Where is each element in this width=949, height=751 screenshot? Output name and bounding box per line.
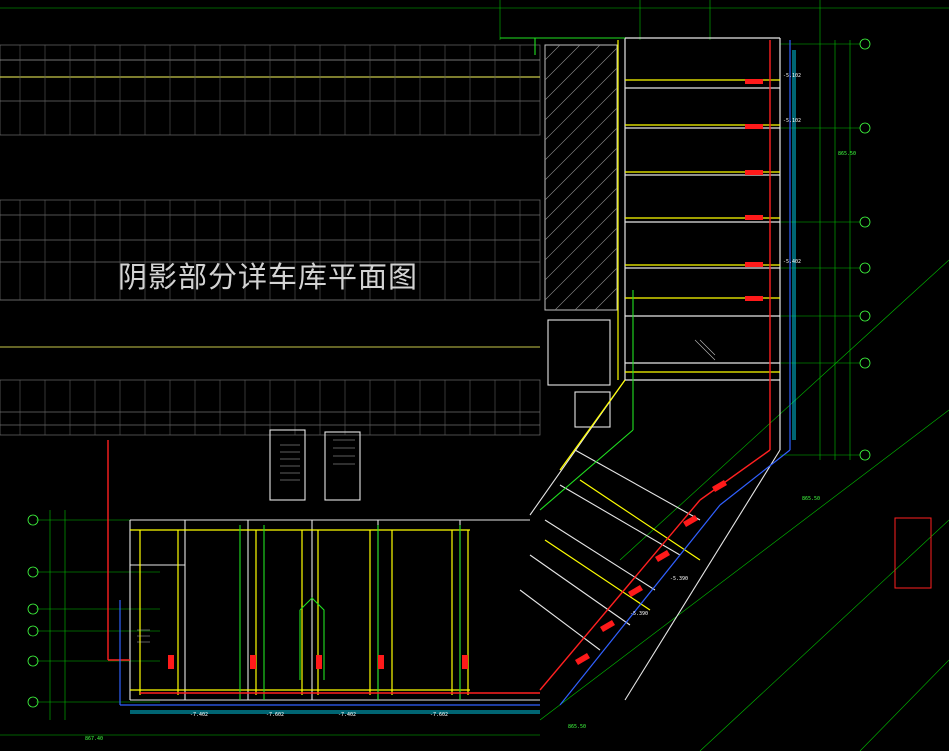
dimension-label: 865.50 [838,151,856,157]
elevation-label: -7.602 [430,712,448,718]
valves-red [168,79,932,669]
elevation-label: -7.402 [338,712,356,718]
ramp-hatch [544,44,618,311]
dimension-label: 865.50 [568,724,586,730]
walls-east-wing [624,37,781,450]
pipes-blue [119,40,791,706]
elevation-label: -5.102 [783,73,801,79]
elevation-label: -7.602 [266,712,284,718]
pipes-red [107,40,771,694]
elevation-label: -5.390 [630,611,648,617]
elevation-label: -5.402 [783,259,801,265]
pipes-green [239,37,634,700]
dimension-labels: 867.40 865.50 865.50 865.50 [85,151,856,742]
elevation-labels: -5.102 -5.102 -7.402 -7.602 -7.402 -7.60… [190,73,801,718]
elevation-label: -5.102 [783,118,801,124]
dimension-label: 867.40 [85,736,103,742]
elevation-label: -5.390 [670,576,688,582]
grid-bubbles [27,38,871,708]
cyan-markers [130,50,796,714]
dimension-label: 865.50 [802,496,820,502]
elevation-label: -7.402 [190,712,208,718]
parking-stalls [19,45,521,435]
drawing-title: 阴影部分详车库平面图 [118,260,419,294]
stairs [137,339,716,643]
